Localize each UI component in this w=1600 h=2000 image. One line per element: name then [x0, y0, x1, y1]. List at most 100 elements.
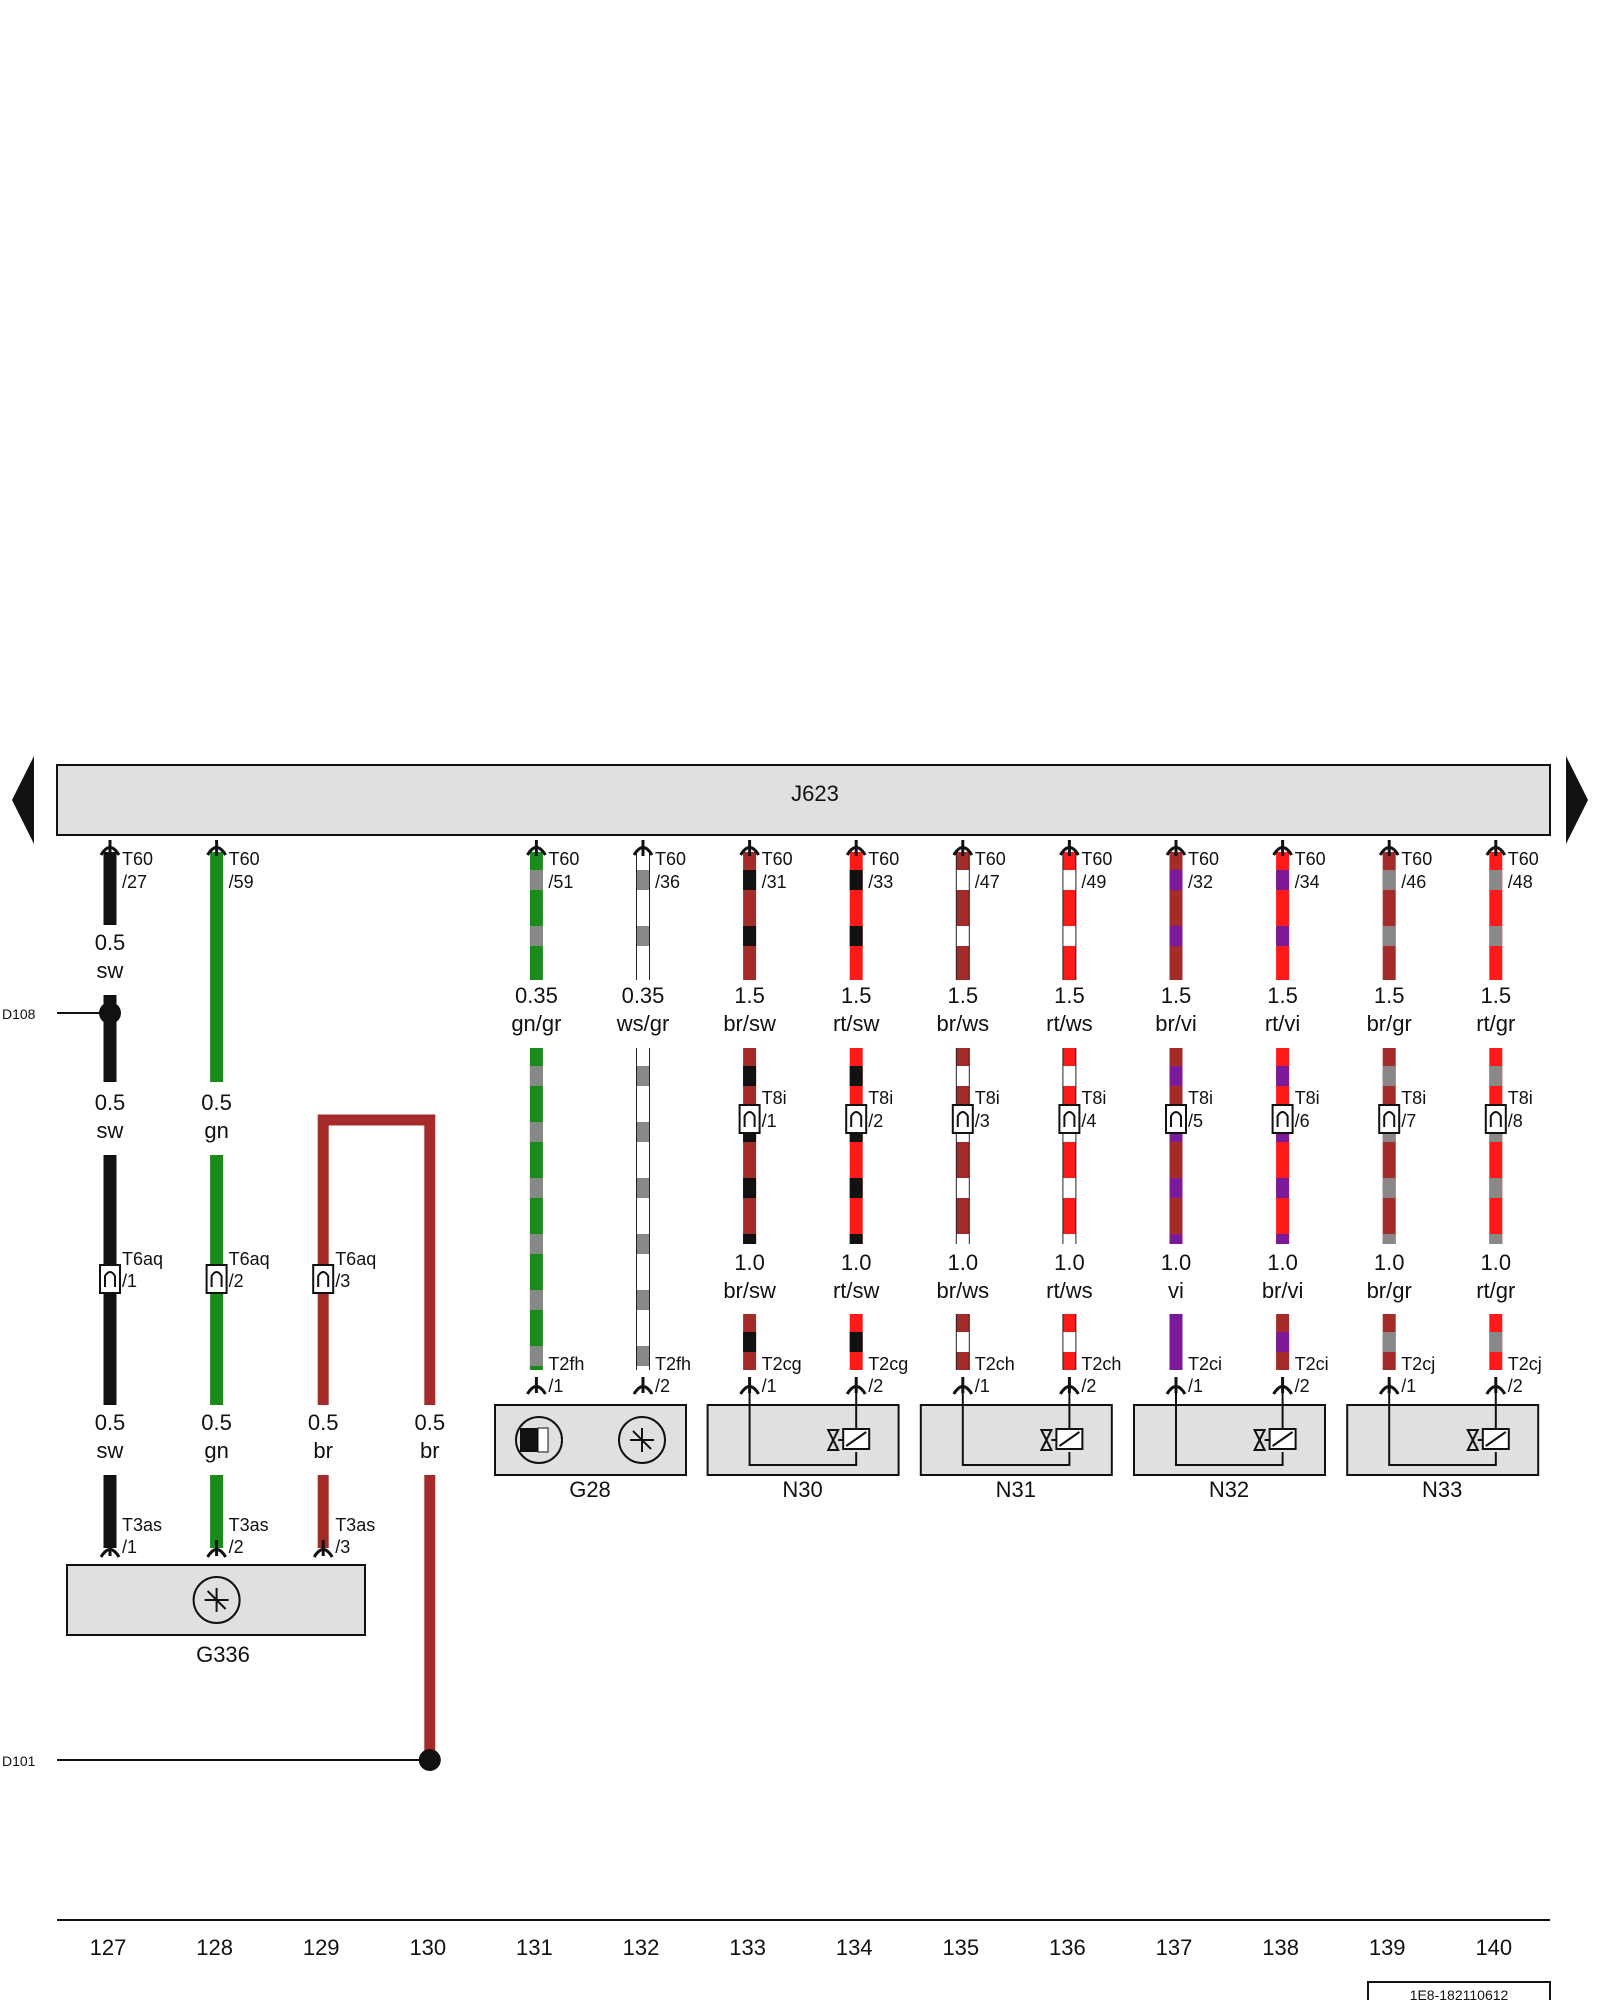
wire-color-label: sw — [97, 1118, 124, 1143]
wire-136c — [1062, 1314, 1077, 1370]
wire-color-label: rt/gr — [1476, 1278, 1515, 1303]
wire-size-label: 0.5 — [95, 1090, 126, 1115]
pin-symbol — [739, 840, 760, 856]
wire-size-label: 1.0 — [1054, 1250, 1085, 1275]
inline-connector-arch — [104, 1271, 116, 1287]
wire-color-label: br/vi — [1155, 1011, 1197, 1036]
component-name: G28 — [569, 1477, 611, 1502]
pin-label: /59 — [229, 872, 254, 892]
column-number: 134 — [836, 1935, 873, 1960]
pin-label: T60 — [868, 849, 899, 869]
pin-label: /2 — [868, 1376, 883, 1396]
solenoid-coil-icon-slash — [1272, 1431, 1294, 1447]
column-number: 139 — [1369, 1935, 1406, 1960]
pin-symbol — [1378, 1377, 1400, 1395]
column-number: 135 — [942, 1935, 979, 1960]
wire-132a — [636, 852, 650, 980]
component-name: N31 — [996, 1477, 1036, 1502]
pin-symbol — [1485, 1377, 1507, 1395]
inline-connector-arch — [317, 1271, 330, 1287]
inline-connector-arch — [956, 1111, 969, 1127]
inline-connector — [1484, 1104, 1507, 1134]
pin-label: T60 — [762, 849, 793, 869]
solenoid-coil-icon-slash — [1058, 1431, 1080, 1447]
pin-label: T8i — [1081, 1088, 1106, 1108]
pin-label: /1 — [122, 1271, 137, 1291]
ref-d108: D108 — [2, 1006, 36, 1022]
wire-color-label: br/ws — [937, 1011, 990, 1036]
pin-label: /46 — [1401, 872, 1426, 892]
wire-color-label: rt/ws — [1046, 1278, 1092, 1303]
pin-symbol — [206, 840, 227, 856]
inline-connector-body — [205, 1264, 228, 1294]
pin-label: T60 — [1508, 849, 1539, 869]
pin-label: /32 — [1188, 872, 1213, 892]
pin-label: T2fh — [655, 1354, 691, 1374]
wire-size-label: 0.35 — [515, 983, 558, 1008]
component-name: G336 — [196, 1642, 250, 1667]
pin-label: /1 — [975, 1376, 990, 1396]
pin-label: T60 — [548, 849, 579, 869]
wire-size-label: 1.5 — [948, 983, 979, 1008]
pin-label: T8i — [1508, 1088, 1533, 1108]
speed-sensor-icon-lines — [204, 1588, 229, 1612]
pin-label: /3 — [335, 1271, 350, 1291]
pin-label: /1 — [1401, 1376, 1416, 1396]
pin-label: /3 — [335, 1537, 350, 1557]
wire-color-label: sw — [97, 1438, 124, 1463]
pin-label: T8i — [1295, 1088, 1320, 1108]
inline-connector-arch — [1170, 1111, 1182, 1127]
page-arrow-right-icon — [1566, 756, 1588, 844]
pin-label: T8i — [868, 1088, 893, 1108]
wire-size-label: 0.35 — [622, 983, 665, 1008]
page-arrow-left-icon — [12, 756, 34, 844]
pin-label: /1 — [762, 1111, 777, 1131]
pin-label: T2ch — [1081, 1354, 1121, 1374]
pin-label: /34 — [1295, 872, 1320, 892]
wire-size-label: 1.0 — [1374, 1250, 1405, 1275]
wire-color-label: vi — [1168, 1278, 1184, 1303]
inline-connector — [951, 1104, 974, 1134]
pin-label: /2 — [1295, 1376, 1310, 1396]
wire-135c — [955, 1314, 970, 1370]
pin-symbol — [739, 1377, 760, 1395]
inline-connector-arch — [1063, 1111, 1076, 1127]
column-number: 131 — [516, 1935, 553, 1960]
inline-connector — [1165, 1104, 1187, 1134]
pin-label: /2 — [868, 1111, 883, 1131]
wire-color-label: br/sw — [723, 1011, 776, 1036]
ecu-name: J623 — [791, 781, 839, 806]
pin-label: /31 — [762, 872, 787, 892]
pin-label: T3as — [122, 1515, 162, 1535]
inline-connector-body — [1165, 1104, 1187, 1134]
wire-size-label: 1.0 — [734, 1250, 765, 1275]
wire-color-label: br/ws — [937, 1278, 990, 1303]
wire-size-label: 0.5 — [415, 1410, 446, 1435]
wire-color-label: br/gr — [1367, 1011, 1412, 1036]
pin-label: T8i — [762, 1088, 787, 1108]
inline-connector-body — [1484, 1104, 1507, 1134]
pin-label: T2cj — [1508, 1354, 1542, 1374]
pin-label: T2ci — [1295, 1354, 1329, 1374]
pin-label: /47 — [975, 872, 1000, 892]
pin-symbol — [1378, 840, 1400, 856]
text-layer: J623D108D101T60/270.5swT60/59T60/510.35g… — [2, 781, 1542, 2000]
pin-label: /1 — [1188, 1376, 1203, 1396]
wire-size-label: 0.5 — [201, 1090, 232, 1115]
pin-label: /8 — [1508, 1111, 1523, 1131]
wire-color-label: sw — [97, 958, 124, 983]
pin-label: /6 — [1295, 1111, 1310, 1131]
footer-code-box — [1367, 1981, 1551, 2000]
wire-color-label: rt/ws — [1046, 1011, 1092, 1036]
wire-size-label: 1.0 — [1267, 1250, 1298, 1275]
column-number: 138 — [1262, 1935, 1299, 1960]
wire-size-label: 1.0 — [1161, 1250, 1192, 1275]
pin-label: T2cj — [1401, 1354, 1435, 1374]
pin-label: T6aq — [335, 1249, 376, 1269]
wire-color-label: br/sw — [723, 1278, 776, 1303]
pin-label: T8i — [1401, 1088, 1426, 1108]
junction-dot — [99, 1002, 121, 1024]
inline-connector-body — [738, 1104, 761, 1134]
column-number: 128 — [196, 1935, 233, 1960]
pin-label: /7 — [1401, 1111, 1416, 1131]
